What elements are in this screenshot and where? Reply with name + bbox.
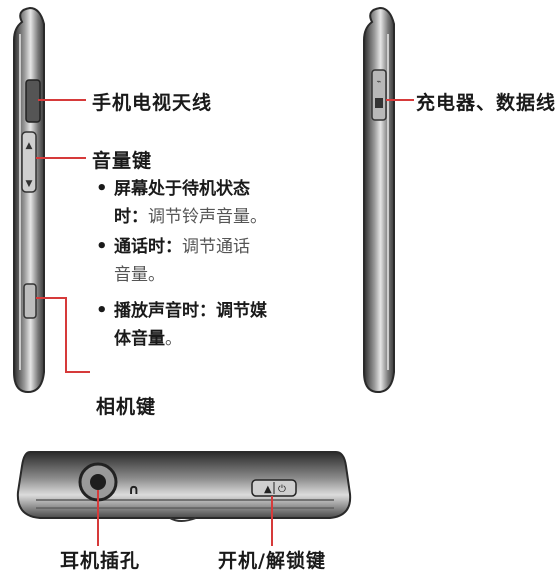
svg-text:⏻: ⏻ — [278, 484, 286, 495]
charger-data-label: 充电器、数据线 — [416, 92, 557, 114]
left-side-view: ▲ ▼ — [13, 6, 45, 394]
power-lock-label: 开机/解锁键 — [218, 550, 326, 572]
bullet-standby-line1: 屏幕处于待机状态 — [114, 179, 250, 199]
bullet-call-line2: 音量。 — [114, 265, 165, 285]
tv-antenna-part — [25, 79, 41, 123]
bullet-glyph: • — [96, 300, 108, 321]
leader-camera-key — [36, 297, 90, 373]
svg-text:∩: ∩ — [128, 482, 139, 498]
svg-text:▼: ▼ — [26, 179, 33, 189]
leader-lines — [36, 99, 414, 546]
volume-key-label: 音量键 — [92, 150, 153, 172]
bullet-glyph: • — [96, 236, 108, 257]
bullet-glyph: • — [96, 178, 108, 199]
bottom-view: ∩ ▲ ⏻ — [16, 451, 352, 522]
camera-key-part — [23, 283, 37, 319]
earphone-jack-label: 耳机插孔 — [60, 550, 141, 572]
svg-text:▲: ▲ — [264, 484, 272, 495]
bullet-call-line1: 通话时：调节通话 — [114, 237, 250, 257]
right-side-view: ⌁ — [363, 6, 395, 394]
volume-key-part — [21, 131, 37, 193]
tv-antenna-label: 手机电视天线 — [92, 92, 213, 114]
camera-key-label: 相机键 — [96, 396, 157, 418]
bullet-media-line1: 播放声音时：调节媒 — [114, 301, 267, 321]
svg-text:▲: ▲ — [26, 141, 33, 151]
bullet-media-line2: 体音量。 — [114, 329, 182, 349]
bullet-standby-line2: 时：调节铃声音量。 — [114, 207, 267, 227]
svg-text:⌁: ⌁ — [377, 77, 382, 86]
